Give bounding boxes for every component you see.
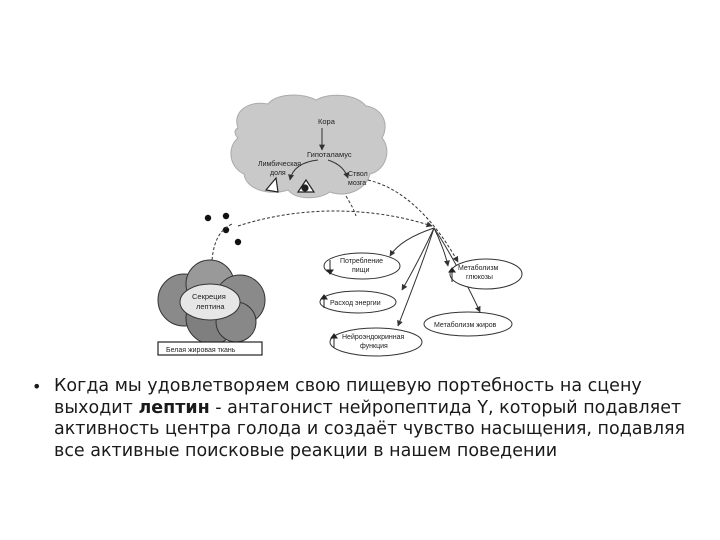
effect-direction-icons (320, 260, 456, 348)
bullet-dot: • (32, 377, 42, 396)
brainstem-label-1: Ствол (348, 171, 368, 178)
bullet-text-bold: лептин (138, 397, 210, 418)
adipose-tissue-label: Белая жировая ткань (166, 347, 236, 354)
cortex-label: Кора (318, 117, 336, 126)
brain-internal-arrows (288, 128, 349, 181)
limbic-lobe-label-2: доля (270, 170, 286, 177)
effect-neuroendocrine-1: Нейроэндокринная (342, 333, 405, 341)
effect-fat-metabolism: Метаболизм жиров (434, 321, 497, 329)
leptin-secretion-label-1: Секреция (192, 292, 226, 301)
brainstem-label-2: мозга (348, 180, 366, 187)
bullet-item: • Когда мы удовлетворяем свою пищевую по… (32, 376, 692, 462)
leptin-diagram: Кора Гипоталамус Лимбическая доля Ствол … (157, 94, 523, 357)
bullet-text: Когда мы удовлетворяем свою пищевую порт… (54, 376, 692, 462)
bullet-text-before: Когда мы удовлетворяем свою пищевую порт… (54, 376, 642, 418)
effect-energy: Расход энергии (330, 300, 381, 307)
effect-neuroendocrine-2: функция (360, 343, 388, 350)
adipose-tissue-box (157, 341, 263, 356)
effect-ovals (319, 252, 523, 357)
leptin-secretion-label-2: лептина (196, 302, 225, 311)
limbic-lobe-label-1: Лимбическая (258, 160, 301, 168)
bullet-text-after: - антагонист нейропептида Y, который под… (54, 397, 686, 461)
leptin-dots (204, 212, 242, 246)
hypothalamus-label: Гипоталамус (307, 150, 352, 159)
effect-food-intake-2: пищи (352, 267, 369, 274)
effect-glucose-1: Метаболизм (458, 264, 499, 272)
effect-glucose-2: глюкозы (466, 274, 493, 281)
adipose-cells (157, 259, 266, 345)
dashed-arrows (211, 179, 459, 263)
effect-food-intake-1: Потребление (340, 257, 383, 265)
receptor-triangles (264, 176, 316, 193)
